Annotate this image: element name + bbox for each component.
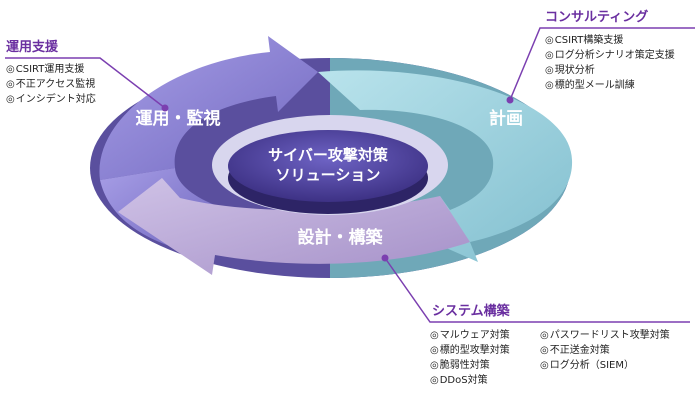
center-disc [228, 130, 428, 202]
connector-dot-system [381, 254, 389, 262]
list-item: ◎ログ分析シナリオ策定支援 [545, 50, 675, 61]
plan-arrow [318, 70, 573, 262]
list-item: ◎インシデント対応 [6, 94, 96, 105]
connector-dot-operations [161, 104, 169, 112]
cycle-label-build: 設計・構築 [298, 227, 384, 248]
list-item: ◎標的型攻撃対策 [430, 345, 510, 356]
operations-title: 運用支援 [6, 40, 59, 55]
center-title-line1: サイバー攻撃対策 [268, 146, 389, 164]
operate-arrow [99, 36, 319, 180]
list-item: ◎現状分析 [545, 65, 595, 76]
connector-consulting [509, 27, 695, 101]
list-item: ◎マルウェア対策 [430, 330, 510, 341]
list-item: ◎脆弱性対策 [430, 360, 490, 371]
connector-dot-consulting [506, 96, 514, 104]
list-item: ◎CSIRT構築支援 [545, 35, 624, 46]
system-title: システム構築 [432, 304, 510, 319]
list-item: ◎標的型メール訓練 [545, 80, 635, 91]
consulting-title: コンサルティング [545, 10, 649, 25]
consulting-list: ◎CSIRT構築支援 ◎ログ分析シナリオ策定支援 ◎現状分析 ◎標的型メール訓練 [545, 33, 675, 93]
cycle-label-plan: 計画 [489, 108, 523, 129]
center-title-line2: ソリューション [276, 166, 381, 184]
list-item: ◎ログ分析（SIEM） [540, 360, 634, 371]
system-list-left: ◎マルウェア対策 ◎標的型攻撃対策 ◎脆弱性対策 ◎DDoS対策 [430, 328, 510, 388]
operations-list: ◎CSIRT運用支援 ◎不正アクセス監視 ◎インシデント対応 [6, 62, 96, 107]
list-item: ◎DDoS対策 [430, 375, 488, 386]
list-item: ◎パスワードリスト攻撃対策 [540, 330, 670, 341]
list-item: ◎不正アクセス監視 [6, 79, 96, 90]
list-item: ◎CSIRT運用支援 [6, 64, 85, 75]
cycle-label-operate: 運用・監視 [136, 108, 221, 129]
list-item: ◎不正送金対策 [540, 345, 610, 356]
connector-operations [5, 57, 166, 109]
connector-system [384, 257, 690, 323]
build-arrow [118, 178, 470, 275]
system-list-right: ◎パスワードリスト攻撃対策 ◎不正送金対策 ◎ログ分析（SIEM） [540, 328, 670, 373]
